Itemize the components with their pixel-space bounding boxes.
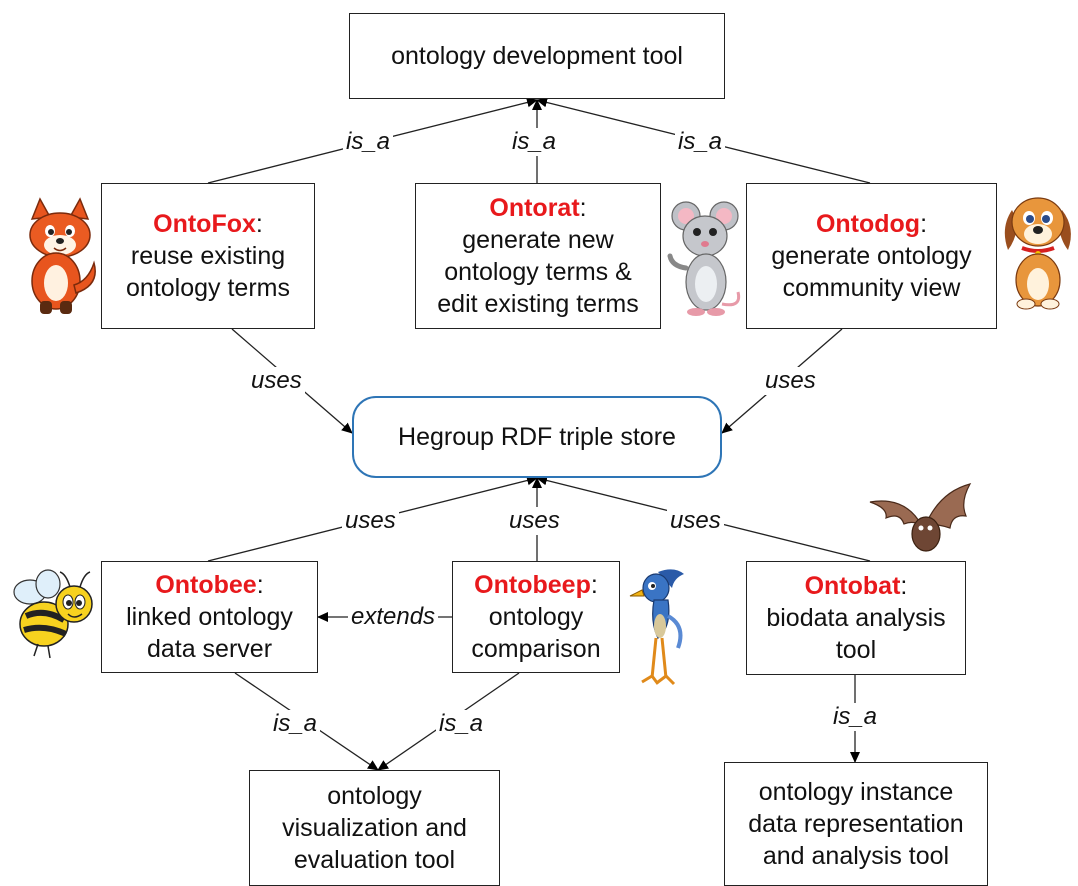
node-line: ontology terms & [444, 258, 632, 286]
tool-name-ontobat: Ontobat [804, 572, 901, 600]
node-line: ontology [327, 782, 422, 810]
colon: : [590, 571, 598, 599]
dog-mascot-icon [1004, 197, 1071, 310]
label-ontodog-uses: uses [762, 367, 819, 395]
label-ontobee-uses: uses [342, 507, 399, 535]
node-line: ontology terms [126, 274, 290, 302]
label-ontobeep-extends: extends [348, 603, 439, 631]
node-line: generate ontology [771, 242, 972, 270]
colon: : [920, 210, 928, 238]
node-text: ontology development tool [391, 42, 683, 70]
label-ontofox-uses: uses [248, 367, 305, 395]
node-line: edit existing terms [437, 290, 639, 318]
label-ontodog-isa: is_a [675, 128, 726, 156]
label-ontobee-isa: is_a [270, 710, 321, 738]
roadrunner-mascot-icon [629, 569, 684, 686]
colon: : [255, 210, 263, 238]
node-ontofox: OntoFox: reuse existing ontology terms [101, 183, 315, 329]
node-line: data server [146, 635, 273, 663]
node-ontodog: Ontodog: generate ontology community vie… [746, 183, 997, 329]
label-ontobat-uses: uses [667, 507, 724, 535]
tool-name-ontodog: Ontodog [815, 210, 921, 238]
label-ontorat-isa: is_a [509, 128, 560, 156]
tool-name-ontorat: Ontorat [489, 194, 580, 222]
node-line: biodata analysis [766, 604, 946, 632]
bee-mascot-icon [13, 569, 93, 659]
node-visualization-evaluation-tool: ontology visualization and evaluation to… [249, 770, 500, 886]
node-ontobee: Ontobee: linked ontology data server [101, 561, 318, 673]
label-ontobat-isa: is_a [830, 703, 881, 731]
label-ontofox-isa: is_a [343, 128, 394, 156]
node-line: ontology [488, 603, 584, 631]
node-line: evaluation tool [293, 846, 456, 874]
node-line: data representation [748, 810, 964, 838]
bat-mascot-icon [869, 483, 972, 552]
node-instance-analysis-tool: ontology instance data representation an… [724, 762, 988, 886]
tool-name-ontofox: OntoFox [153, 210, 256, 238]
tool-name-ontobee: Ontobee [155, 571, 257, 599]
node-line: linked ontology [126, 603, 293, 631]
node-ontology-development-tool: ontology development tool [349, 13, 725, 99]
node-line: reuse existing [130, 242, 286, 270]
tool-name-ontobeep: Ontobeep [474, 571, 591, 599]
node-text: Hegroup RDF triple store [398, 423, 676, 451]
node-line: tool [835, 636, 877, 664]
node-ontorat: Ontorat: generate new ontology terms & e… [415, 183, 661, 329]
colon: : [900, 572, 908, 600]
rat-mascot-icon [667, 201, 741, 316]
fox-mascot-icon [29, 197, 96, 314]
node-ontobat: Ontobat: biodata analysis tool [746, 561, 966, 675]
label-ontobeep-isa: is_a [436, 710, 487, 738]
node-line: community view [782, 274, 961, 302]
node-line: comparison [471, 635, 601, 663]
node-line: generate new [462, 226, 614, 254]
node-line: visualization and [282, 814, 467, 842]
node-hegroup-rdf-triple-store: Hegroup RDF triple store [352, 396, 722, 478]
node-line: and analysis tool [762, 842, 950, 870]
colon: : [579, 194, 587, 222]
colon: : [256, 571, 264, 599]
label-ontobeep-uses: uses [506, 507, 563, 535]
node-ontobeep: Ontobeep: ontology comparison [452, 561, 620, 673]
node-line: ontology instance [758, 778, 954, 806]
